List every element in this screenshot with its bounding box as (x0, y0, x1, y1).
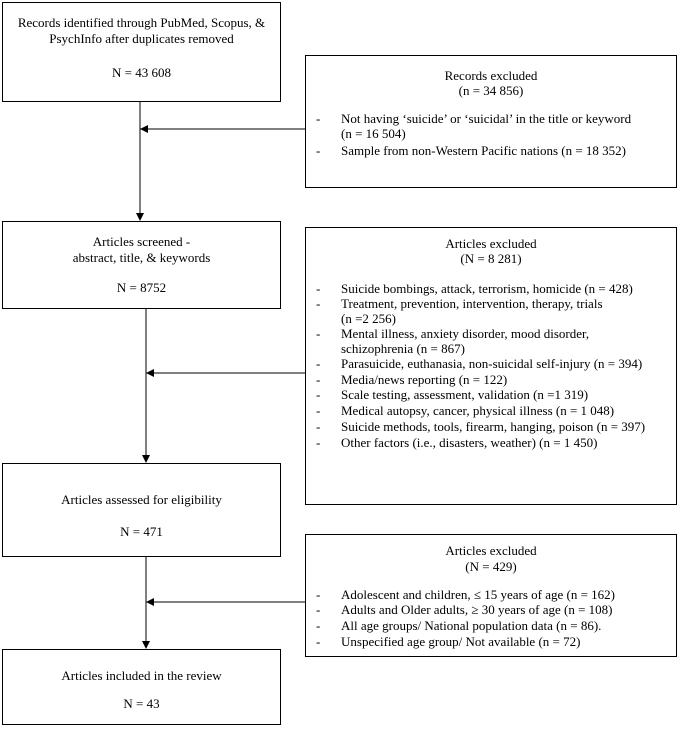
bullet: - (316, 435, 321, 450)
bullet: - (316, 356, 321, 371)
bullet: - (316, 634, 321, 649)
records-identified-box: Records identified through PubMed, Scopu… (2, 2, 281, 102)
box-count: N = 43 (123, 696, 160, 711)
excluded-item: Adolescent and children, ≤ 15 years of a… (341, 587, 616, 602)
bullet: - (316, 618, 321, 633)
box-text-line: Records identified through PubMed, Scopu… (17, 15, 266, 30)
records-excluded-box: Records excluded (n = 34 856) - Not havi… (305, 55, 677, 188)
articles-included-box: Articles included in the review N = 43 (2, 649, 281, 725)
excluded-item: Suicide bombings, attack, terrorism, hom… (341, 281, 633, 296)
arrowhead-left-1 (140, 125, 148, 133)
excluded-count: (n = 34 856) (458, 83, 524, 98)
box-text-line: abstract, title, & keywords (72, 250, 211, 265)
bullet: - (316, 143, 321, 158)
excluded-item: Unspecified age group/ Not available (n … (341, 634, 581, 649)
excluded-item: schizophrenia (n = 867) (341, 341, 465, 356)
excluded-title: Articles excluded (445, 543, 537, 558)
excluded-title: Records excluded (444, 68, 538, 83)
excluded-item: Other factors (i.e., disasters, weather)… (341, 435, 598, 450)
excluded-item: Sample from non-Western Pacific nations … (341, 143, 626, 158)
articles-screened-box: Articles screened - abstract, title, & k… (2, 221, 281, 309)
excluded-title: Articles excluded (445, 236, 537, 251)
bullet: - (316, 419, 321, 434)
bullet: - (316, 372, 321, 387)
box-count: N = 8752 (116, 280, 167, 295)
box-text-line: Articles screened - (92, 234, 191, 249)
excluded-item: Parasuicide, euthanasia, non-suicidal se… (341, 356, 643, 371)
box-count: N = 43 608 (112, 65, 171, 80)
arrowhead-left-2 (146, 369, 154, 377)
excluded-item: Suicide methods, tools, firearm, hanging… (341, 419, 646, 434)
excluded-item: Media/news reporting (n = 122) (341, 372, 508, 387)
box-text-line: Articles assessed for eligibility (61, 492, 222, 507)
excluded-item: Not having ‘suicide’ or ‘suicidal’ in th… (341, 111, 632, 126)
bullet: - (316, 587, 321, 602)
excluded-count: (N = 8 281) (460, 251, 522, 266)
box-text-line: Articles included in the review (61, 668, 222, 683)
excluded-item: Treatment, prevention, intervention, the… (341, 296, 603, 311)
bullet: - (316, 326, 321, 341)
bullet: - (316, 296, 321, 311)
bullet: - (316, 602, 321, 617)
excluded-item: Adults and Older adults, ≥ 30 years of a… (341, 602, 613, 617)
excluded-item: (n =2 256) (341, 311, 396, 326)
excluded-item: Mental illness, anxiety disorder, mood d… (341, 326, 590, 341)
bullet: - (316, 387, 321, 402)
articles-excluded-box-1: Articles excluded (N = 8 281) - Suicide … (305, 227, 677, 505)
excluded-item: Scale testing, assessment, validation (n… (341, 387, 589, 402)
excluded-count: (N = 429) (465, 559, 517, 574)
excluded-item: (n = 16 504) (341, 126, 406, 141)
arrowhead-left-3 (146, 598, 154, 606)
box-count: N = 471 (120, 524, 163, 539)
bullet: - (316, 403, 321, 418)
excluded-item: Medical autopsy, cancer, physical illnes… (341, 403, 615, 418)
excluded-item: All age groups/ National population data… (341, 618, 602, 633)
articles-assessed-box: Articles assessed for eligibility N = 47… (2, 463, 281, 557)
articles-excluded-box-2: Articles excluded (N = 429) - Adolescent… (305, 534, 677, 657)
bullet: - (316, 281, 321, 296)
bullet: - (316, 111, 321, 126)
box-text-line: PsychInfo after duplicates removed (49, 31, 234, 46)
